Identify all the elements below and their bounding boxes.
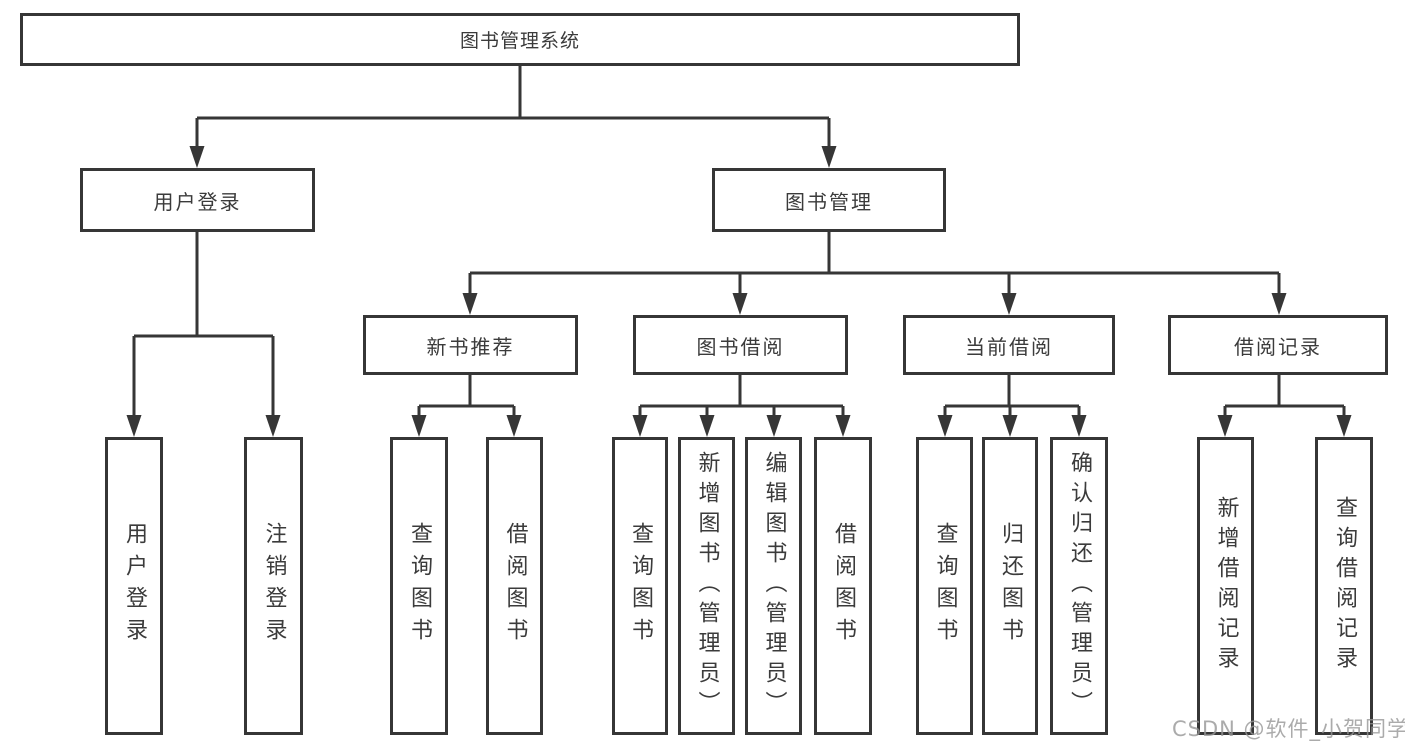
node-bb-add-books-admin: 新增图书（管理员） (678, 437, 735, 735)
node-bb-borrow-books: 借阅图书 (814, 437, 872, 735)
node-br-query-record: 查询借阅记录 (1315, 437, 1373, 735)
node-current-borrowing: 当前借阅 (903, 315, 1115, 375)
node-new-book-recommend: 新书推荐 (363, 315, 578, 375)
node-cb-confirm-return-admin: 确认归还（管理员） (1050, 437, 1108, 735)
node-borrowing-records: 借阅记录 (1168, 315, 1388, 375)
node-bb-edit-books-admin: 编辑图书（管理员） (745, 437, 802, 735)
node-bb-query-books: 查询图书 (612, 437, 668, 735)
node-user-login: 用户登录 (80, 168, 315, 232)
node-rec-query-books: 查询图书 (390, 437, 448, 735)
node-br-add-record: 新增借阅记录 (1197, 437, 1254, 735)
csdn-watermark: CSDN @软件_小贺同学 (1172, 717, 1405, 741)
node-rec-borrow-books: 借阅图书 (486, 437, 543, 735)
node-book-management: 图书管理 (712, 168, 946, 232)
node-cb-query-books: 查询图书 (916, 437, 973, 735)
node-cb-return-books: 归还图书 (982, 437, 1038, 735)
node-leaf-user-login: 用户登录 (105, 437, 163, 735)
node-book-borrowing: 图书借阅 (633, 315, 848, 375)
node-book-management-system: 图书管理系统 (20, 13, 1020, 66)
node-leaf-logout: 注销登录 (244, 437, 303, 735)
